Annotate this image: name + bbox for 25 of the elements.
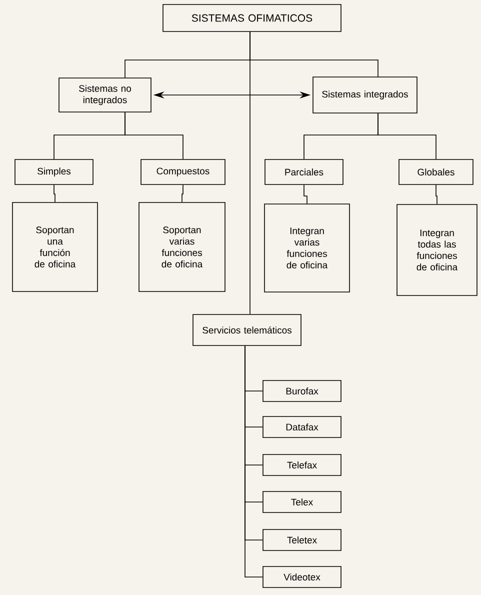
type-box: Simples	[14, 159, 94, 185]
description-box: Integran varias funciones de oficina	[264, 204, 350, 292]
connector-line	[124, 112, 184, 160]
connector-line	[244, 346, 263, 578]
description-box: Soportan varias funciones de oficina	[138, 202, 226, 292]
connector-line	[182, 184, 184, 203]
group-box: Servicios telemáticos	[192, 314, 302, 346]
category-box: Sistemas no integrados	[58, 78, 152, 112]
type-box: Parciales	[264, 159, 344, 185]
service-box: Telex	[262, 491, 342, 513]
service-box: Datafax	[262, 416, 342, 438]
service-box: Telefax	[262, 454, 342, 476]
connector-line	[378, 113, 436, 160]
service-box: Teletex	[262, 529, 342, 551]
connector-line	[54, 184, 56, 203]
connector-line	[436, 184, 438, 204]
type-box: Globales	[398, 159, 474, 185]
service-box: Videotex	[262, 566, 342, 588]
category-box: Sistemas integrados	[312, 76, 418, 114]
type-box: Compuestos	[140, 159, 226, 185]
description-box: Integran todas las funciones de oficina	[396, 204, 478, 296]
service-box: Burofax	[262, 380, 342, 402]
title-box: SISTEMAS OFIMATICOS	[162, 4, 342, 32]
description-box: Soportan una función de oficina	[12, 202, 98, 292]
connector-line	[304, 184, 308, 204]
